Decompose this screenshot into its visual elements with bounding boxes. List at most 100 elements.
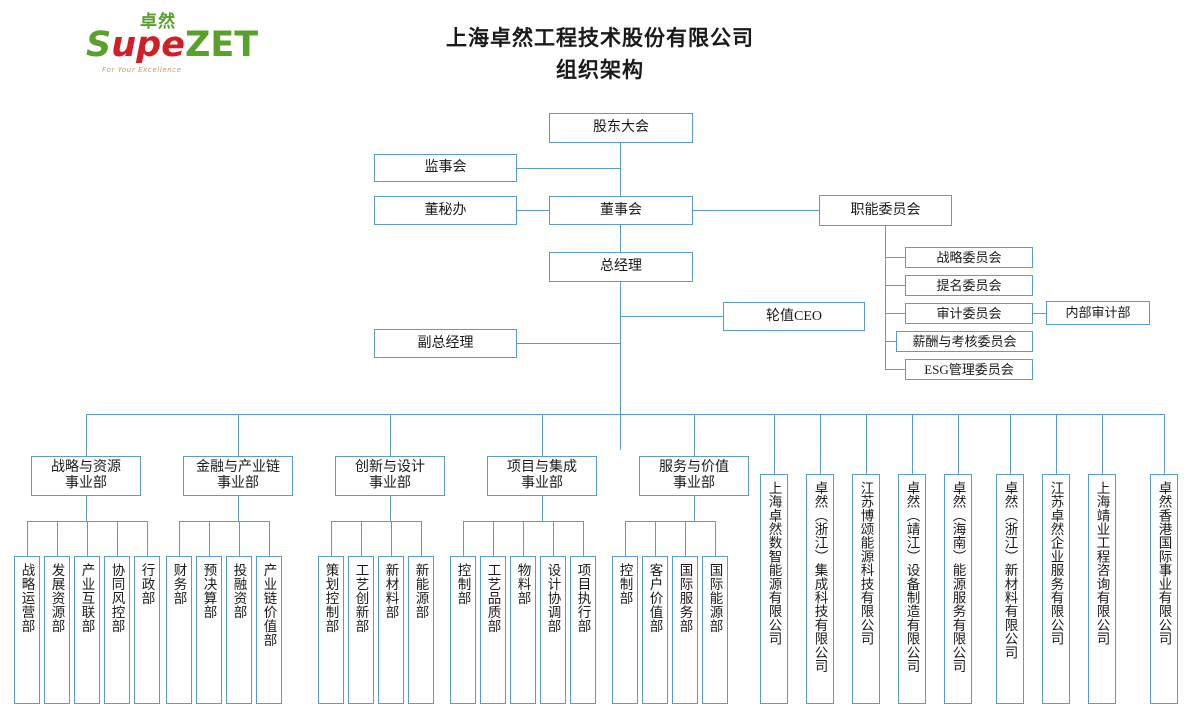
node-subsidiary-2[interactable]: 卓然（浙江）集成科技有限公司: [806, 474, 834, 704]
line-division-2-drop-1: [179, 521, 181, 556]
line-division-4-drop-3: [523, 521, 525, 556]
node-dept-3-2[interactable]: 工艺创新部: [348, 556, 374, 704]
logo-tagline: For Your Excellence: [102, 66, 182, 74]
node-subsidiary-4[interactable]: 卓然（靖江）设备制造有限公司: [898, 474, 926, 704]
logo-wordmark: SupeZET: [86, 28, 258, 63]
line-division-2-drop-3: [239, 521, 241, 556]
division-5-line-2: 事业部: [673, 476, 715, 491]
node-committee-audit[interactable]: 审计委员会: [905, 303, 1033, 324]
node-subsidiary-6[interactable]: 卓然（浙江）新材料有限公司: [996, 474, 1024, 704]
node-subsidiary-9[interactable]: 卓然香港国际事业有限公司: [1150, 474, 1178, 704]
node-dept-5-2[interactable]: 客户价值部: [642, 556, 668, 704]
node-division-2[interactable]: 金融与产业链 事业部: [183, 456, 293, 496]
node-dept-4-5[interactable]: 项目执行部: [570, 556, 596, 704]
logo-letters-upe: upe: [111, 25, 185, 65]
line-board-to-committees: [693, 210, 819, 212]
line-division-1-stem: [86, 496, 88, 521]
node-dept-3-4[interactable]: 新能源部: [408, 556, 434, 704]
node-internal-audit-department[interactable]: 内部审计部: [1046, 301, 1150, 325]
line-drop-subsidiary-3: [866, 414, 868, 474]
division-3-line-1: 创新与设计: [355, 460, 425, 475]
node-dept-1-3[interactable]: 产业互联部: [74, 556, 100, 704]
node-division-5[interactable]: 服务与价值 事业部: [639, 456, 749, 496]
line-drop-division-2: [238, 414, 240, 456]
line-division-4-stem: [542, 496, 544, 521]
node-dept-1-2[interactable]: 发展资源部: [44, 556, 70, 704]
line-main-distribution-bar: [86, 414, 1165, 416]
line-division-4-drop-1: [463, 521, 465, 556]
node-committee-nomination[interactable]: 提名委员会: [905, 275, 1033, 296]
line-drop-subsidiary-4: [912, 414, 914, 474]
node-dept-1-4[interactable]: 协同风控部: [104, 556, 130, 704]
node-division-4[interactable]: 项目与集成 事业部: [487, 456, 597, 496]
node-division-1[interactable]: 战略与资源 事业部: [31, 456, 141, 496]
node-dept-5-3[interactable]: 国际服务部: [672, 556, 698, 704]
line-gm-to-rotating-ceo: [620, 316, 723, 318]
line-drop-subsidiary-8: [1102, 414, 1104, 474]
node-dept-2-3[interactable]: 投融资部: [226, 556, 252, 704]
node-dept-1-5[interactable]: 行政部: [134, 556, 160, 704]
node-dept-4-1[interactable]: 控制部: [450, 556, 476, 704]
line-division-5-drop-1: [625, 521, 627, 556]
node-dept-5-1[interactable]: 控制部: [612, 556, 638, 704]
line-division-4-drop-2: [493, 521, 495, 556]
node-rotating-ceo[interactable]: 轮值CEO: [723, 302, 865, 331]
node-dept-5-4[interactable]: 国际能源部: [702, 556, 728, 704]
node-dept-2-2[interactable]: 预决算部: [196, 556, 222, 704]
node-subsidiary-7[interactable]: 江苏卓然企业服务有限公司: [1042, 474, 1070, 704]
node-dept-3-1[interactable]: 策划控制部: [318, 556, 344, 704]
line-division-5-drop-3: [685, 521, 687, 556]
node-functional-committees[interactable]: 职能委员会: [819, 195, 952, 226]
node-general-manager[interactable]: 总经理: [549, 252, 693, 282]
line-division-3-drop-3: [391, 521, 393, 556]
line-division-3-stem: [390, 496, 392, 521]
node-dept-4-3[interactable]: 物料部: [510, 556, 536, 704]
division-1-line-2: 事业部: [65, 476, 107, 491]
node-supervisory-board[interactable]: 监事会: [374, 154, 517, 182]
line-division-4-drop-5: [583, 521, 585, 556]
node-deputy-general-manager[interactable]: 副总经理: [374, 329, 517, 358]
line-supervisory-to-spine: [517, 168, 621, 170]
line-drop-subsidiary-6: [1010, 414, 1012, 474]
node-subsidiary-5[interactable]: 卓然（海南）能源服务有限公司: [944, 474, 972, 704]
node-dept-1-1[interactable]: 战略运营部: [14, 556, 40, 704]
node-subsidiary-3[interactable]: 江苏博颂能源科技有限公司: [852, 474, 880, 704]
line-division-5-stem: [694, 496, 696, 521]
line-division-5-drop-4: [715, 521, 717, 556]
line-division-3-drop-2: [361, 521, 363, 556]
node-dept-2-4[interactable]: 产业链价值部: [256, 556, 282, 704]
node-committee-esg[interactable]: ESG管理委员会: [905, 359, 1033, 380]
line-gm-spine: [620, 282, 622, 450]
node-committee-strategy[interactable]: 战略委员会: [905, 247, 1033, 268]
node-shareholders-meeting[interactable]: 股东大会: [549, 113, 693, 143]
division-2-line-1: 金融与产业链: [196, 460, 280, 475]
line-drop-subsidiary-9: [1164, 414, 1166, 474]
node-committee-remuneration[interactable]: 薪酬与考核委员会: [896, 331, 1033, 352]
line-division-1-drop-3: [87, 521, 89, 556]
node-board-secretary-office[interactable]: 董秘办: [374, 196, 517, 225]
line-committee-2: [885, 285, 905, 287]
line-division-5-bar: [625, 521, 715, 523]
title-line-2: 组织架构: [556, 58, 644, 82]
division-4-line-2: 事业部: [521, 476, 563, 491]
node-board-of-directors[interactable]: 董事会: [549, 196, 693, 225]
node-dept-4-4[interactable]: 设计协调部: [540, 556, 566, 704]
logo-letter-s: S: [86, 25, 112, 65]
node-dept-4-2[interactable]: 工艺品质部: [480, 556, 506, 704]
node-subsidiary-1[interactable]: 上海卓然数智能源有限公司: [760, 474, 788, 704]
logo-letters-zet: ZET: [184, 25, 259, 65]
line-committee-3: [885, 313, 905, 315]
node-division-3[interactable]: 创新与设计 事业部: [335, 456, 445, 496]
line-secretary-to-board: [517, 210, 549, 212]
node-dept-3-3[interactable]: 新材料部: [378, 556, 404, 704]
line-committee-4: [885, 341, 896, 343]
line-division-2-drop-4: [269, 521, 271, 556]
line-deputy-gm-to-spine: [517, 343, 621, 345]
node-subsidiary-8[interactable]: 上海靖业工程咨询有限公司: [1088, 474, 1116, 704]
line-committee-1: [885, 257, 905, 259]
line-drop-division-1: [86, 414, 88, 456]
line-division-2-drop-2: [209, 521, 211, 556]
node-dept-2-1[interactable]: 财务部: [166, 556, 192, 704]
logo-chinese-text: 卓然: [140, 12, 176, 32]
